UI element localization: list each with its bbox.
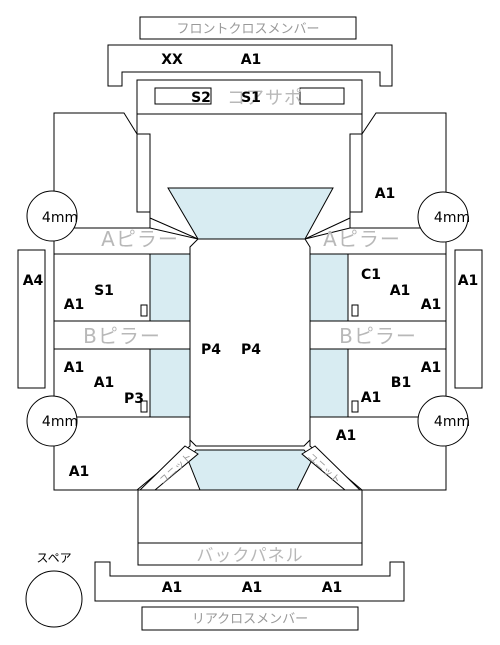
left-a-pillar-label: Aピラー [101, 227, 179, 251]
front-bumper-bracket [107, 44, 393, 87]
right-top-code-a1: A1 [375, 186, 396, 202]
left-side-sill [17, 249, 46, 389]
right-front-door-handle [351, 304, 359, 317]
rear-right-4mm-label: 4mm [434, 414, 470, 430]
right-side-sill [454, 249, 483, 389]
left-rear-door-handle [140, 400, 148, 413]
left-b-pillar-label: Bピラー [83, 324, 161, 348]
rear-code-a1-3: A1 [322, 580, 343, 596]
core-code-s1: S1 [241, 90, 261, 106]
right-code-a1-top1: A1 [390, 283, 411, 299]
center-code-p4-right: P4 [241, 342, 261, 358]
spare-label: スペア [36, 551, 71, 565]
front-left-wheel-circle [26, 190, 78, 242]
front-cross-member-box [139, 16, 357, 40]
front-right-4mm-label: 4mm [434, 210, 470, 226]
left-rear-door-glass [149, 348, 191, 418]
center-code-p4-left: P4 [201, 342, 221, 358]
right-b-pillar-band [309, 320, 447, 350]
right-code-c1: C1 [361, 267, 381, 283]
spare-tire-circle [25, 570, 83, 628]
left-front-door-glass [149, 253, 191, 322]
right-b-pillar-label: Bピラー [339, 324, 417, 348]
left-code-a1-b2: A1 [94, 375, 115, 391]
front-right-wheel-circle [417, 191, 469, 243]
right-code-a1-top2: A1 [421, 297, 442, 313]
left-front-door-handle [140, 304, 148, 317]
left-code-p3: P3 [124, 391, 144, 407]
left-b-pillar-band [53, 320, 191, 350]
right-front-door-glass [309, 253, 349, 322]
right-side-code-a1: A1 [458, 273, 479, 289]
core-support-left-slot [154, 87, 212, 105]
core-support-label: コアサポ [227, 88, 303, 109]
rear-cross-member-box [141, 606, 359, 631]
right-code-b1: B1 [391, 375, 411, 391]
roof-panel [189, 238, 311, 447]
right-code-a1-b2: A1 [361, 390, 382, 406]
left-code-a1-top: A1 [64, 297, 85, 313]
right-rear-door-glass [309, 348, 349, 418]
right-code-a1-b1: A1 [421, 360, 442, 376]
front-cross-member-label: フロントクロスメンバー [176, 22, 319, 37]
rear-bumper-bracket [94, 561, 405, 602]
rear-code-a1-2: A1 [242, 580, 263, 596]
core-code-s2: S2 [191, 90, 211, 106]
left-code-a1-b1: A1 [64, 360, 85, 376]
right-front-fender [349, 112, 447, 229]
back-panel-label: バックパネル [196, 546, 303, 566]
rear-code-a1-1: A1 [162, 580, 183, 596]
left-code-s1: S1 [94, 283, 114, 299]
rear-window-glass [187, 449, 313, 491]
back-panel-box [137, 542, 363, 566]
rear-right-wheel-circle [417, 395, 469, 447]
right-code-a1-bottom: A1 [336, 428, 357, 444]
right-a-pillar-label: Aピラー [323, 227, 401, 251]
front-code-a1: A1 [241, 52, 262, 68]
front-left-4mm-label: 4mm [42, 210, 78, 226]
rear-left-4mm-label: 4mm [42, 414, 78, 430]
rear-cross-member-label: リアクロスメンバー [192, 612, 308, 627]
left-side-code-a4: A4 [23, 273, 44, 289]
core-support-right-slot [299, 87, 345, 105]
right-rear-door-handle [351, 400, 359, 413]
trunk-lid [137, 489, 363, 544]
rear-left-wheel-circle [26, 395, 78, 447]
left-code-a1-bottom: A1 [69, 464, 90, 480]
front-code-xx: XX [161, 52, 183, 68]
